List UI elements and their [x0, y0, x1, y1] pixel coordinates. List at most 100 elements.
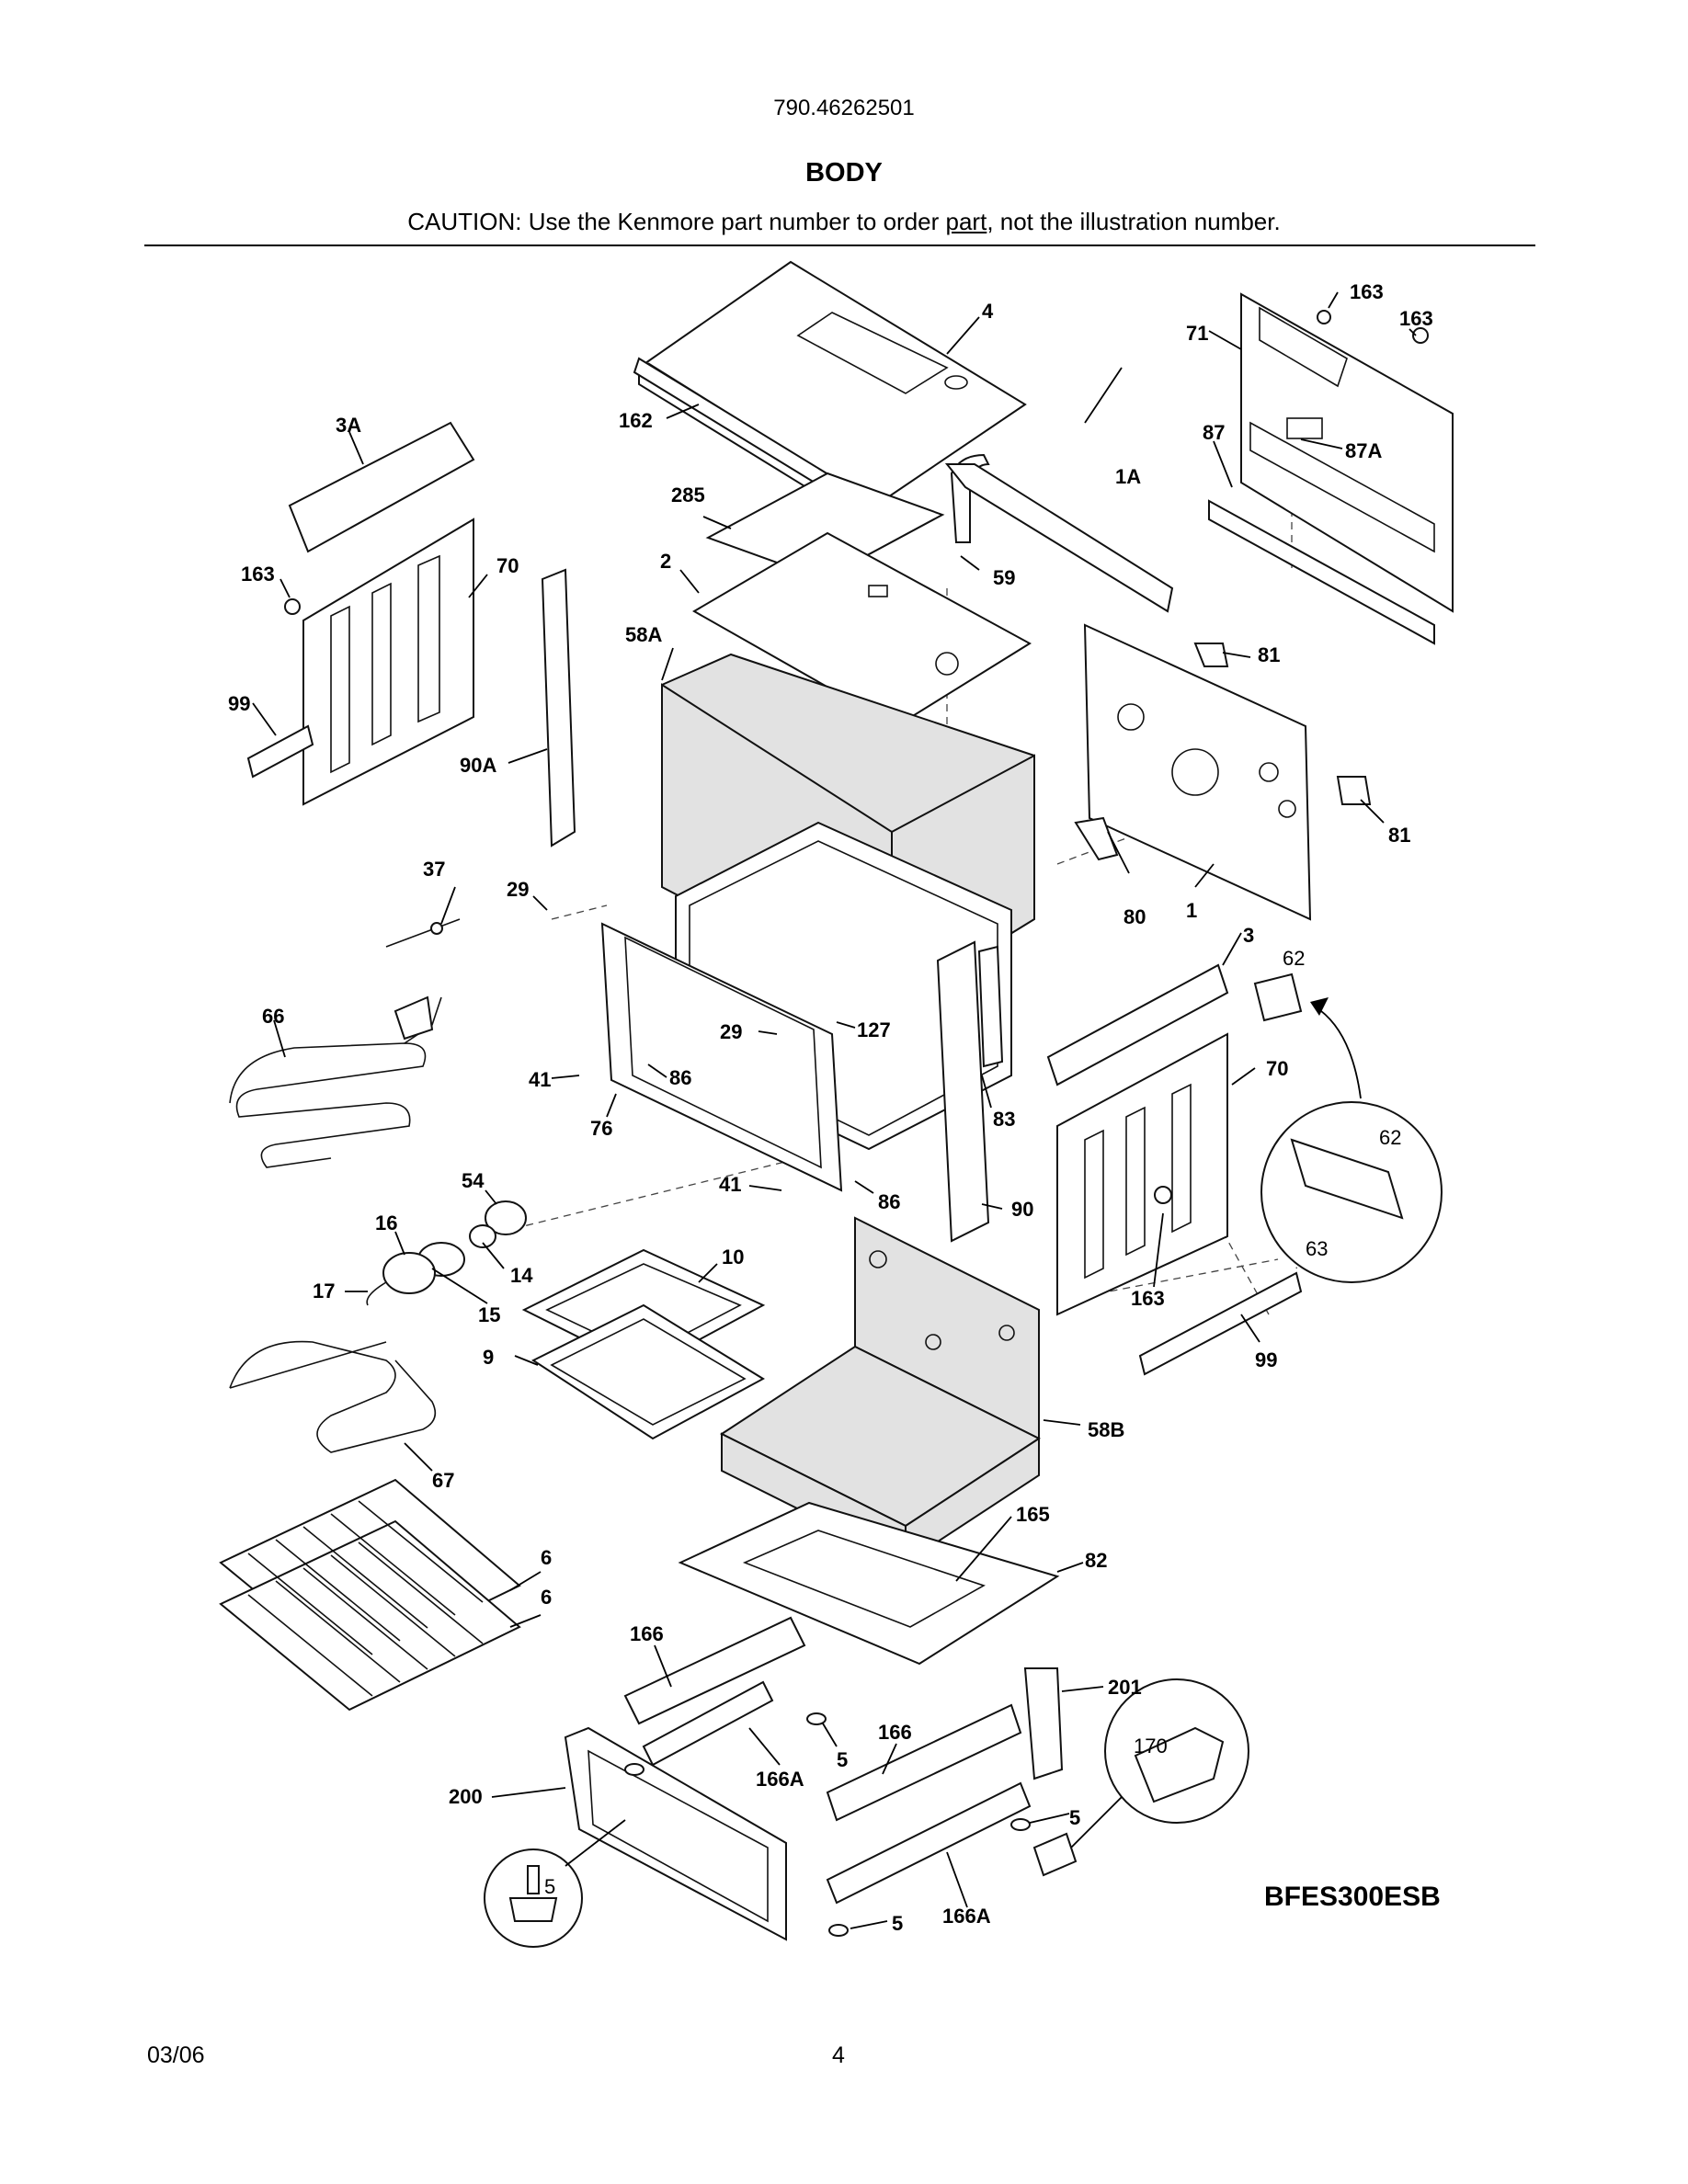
callout-9: 9 [483, 1346, 494, 1369]
oven-sensor-part [385, 918, 461, 948]
callout-1a: 1A [1115, 465, 1141, 488]
broil-element-part [229, 995, 442, 1168]
callout-81: 81 [1258, 643, 1280, 666]
callout-86: 86 [669, 1066, 691, 1089]
side-bracket-part [1023, 1667, 1064, 1780]
callout-166a: 166A [756, 1768, 804, 1791]
callout-62: 62 [1283, 947, 1305, 970]
broil-pan-part [530, 1303, 765, 1440]
callout-3a: 3A [336, 414, 361, 437]
rear-rail-part [944, 463, 1174, 613]
callout-162: 162 [619, 409, 653, 432]
callout-5: 5 [1069, 1806, 1080, 1829]
terminal-detail-callout [1260, 997, 1443, 1283]
callout-41: 41 [529, 1068, 551, 1091]
callout-200: 200 [449, 1785, 483, 1808]
callout-87a: 87A [1345, 439, 1382, 462]
callout-59: 59 [993, 566, 1015, 589]
model-number: 790.46262501 [773, 96, 915, 120]
callout-87: 87 [1203, 421, 1225, 444]
left-rail-part [246, 724, 314, 779]
callout-166a: 166A [942, 1905, 991, 1928]
caution-suffix: , not the illustration number. [987, 208, 1281, 235]
front-post-part [541, 568, 576, 847]
callout-82: 82 [1085, 1549, 1107, 1572]
callout-37: 37 [423, 858, 445, 881]
callout-99: 99 [228, 692, 250, 715]
caution-prefix: CAUTION: Use the Kenmore part number to … [407, 208, 946, 235]
callout-3: 3 [1243, 924, 1254, 947]
right-rail-part [1138, 1271, 1303, 1376]
oven-racks-part [219, 1478, 521, 1712]
callout-62: 62 [1379, 1126, 1401, 1149]
lower-bracket-part [1074, 816, 1119, 861]
callout-99: 99 [1255, 1348, 1277, 1371]
callout-76: 76 [590, 1117, 612, 1140]
callout-81: 81 [1388, 824, 1410, 847]
callout-5: 5 [892, 1912, 903, 1935]
leader-lines [252, 291, 1417, 1929]
leveling-legs-part [624, 1712, 1031, 1937]
callout-16: 16 [375, 1211, 397, 1234]
callout-90: 90 [1011, 1198, 1033, 1221]
lower-insulation-part [719, 1216, 1042, 1564]
rear-panel-part [1240, 292, 1454, 613]
drawer-slides-part [623, 1616, 1032, 1905]
callout-163: 163 [1350, 280, 1384, 303]
callout-70: 70 [496, 554, 519, 577]
caution-underlined-word: part [945, 208, 987, 235]
callout-54: 54 [462, 1169, 485, 1192]
right-front-post-part [936, 940, 1004, 1243]
callout-29: 29 [720, 1020, 742, 1043]
callout-163: 163 [1399, 307, 1433, 330]
callout-4: 4 [982, 300, 994, 323]
section-title: BODY [805, 158, 883, 188]
callout-285: 285 [671, 483, 705, 506]
callout-41: 41 [719, 1173, 741, 1196]
callout-6: 6 [541, 1546, 552, 1569]
callout-71: 71 [1186, 322, 1208, 345]
callout-2: 2 [660, 550, 671, 573]
callout-83: 83 [993, 1108, 1015, 1131]
callout-5: 5 [544, 1875, 555, 1898]
callout-29: 29 [507, 878, 529, 901]
callout-70: 70 [1266, 1057, 1288, 1080]
rear-bottom-rail-part [1208, 499, 1435, 645]
bake-element-part [229, 1340, 437, 1453]
callout-165: 165 [1016, 1503, 1050, 1526]
model-code: BFES300ESB [1264, 1882, 1441, 1912]
callout-201: 201 [1108, 1676, 1142, 1699]
left-side-panel-part [284, 518, 474, 806]
drawer-front-part [564, 1726, 787, 1941]
oven-light-assembly-part [366, 1200, 527, 1306]
callout-80: 80 [1123, 905, 1146, 928]
callout-67: 67 [432, 1469, 454, 1492]
callout-90a: 90A [460, 754, 496, 777]
callout-15: 15 [478, 1303, 500, 1326]
caution-note: CAUTION: Use the Kenmore part number to … [0, 208, 1688, 236]
callout-166: 166 [878, 1721, 912, 1744]
bracket-detail-callout [1032, 1678, 1249, 1877]
callout-labels: 4 163 163 71 3A 162 87 87A 285 1A 163 70… [228, 280, 1441, 1935]
callout-14: 14 [510, 1264, 533, 1287]
page-number: 4 [832, 2042, 845, 2068]
callout-86: 86 [878, 1190, 900, 1213]
callout-5: 5 [837, 1748, 848, 1771]
leg-detail-callout [484, 1819, 626, 1948]
callout-1: 1 [1186, 899, 1197, 922]
callout-58a: 58A [625, 623, 662, 646]
right-trim-part [1046, 963, 1229, 1086]
header-rule [144, 245, 1535, 246]
rear-wall-panel-part [1083, 623, 1312, 921]
bracket-parts [1193, 643, 1372, 805]
footer-date: 03/06 [147, 2042, 205, 2068]
callout-10: 10 [722, 1246, 744, 1268]
left-trim-part [288, 421, 475, 553]
callout-163: 163 [1131, 1287, 1165, 1310]
oven-front-frame-part [600, 922, 843, 1192]
callout-163: 163 [241, 563, 275, 586]
callout-63: 63 [1306, 1237, 1328, 1260]
callout-17: 17 [313, 1280, 335, 1302]
terminal-block-part [1253, 973, 1303, 1022]
